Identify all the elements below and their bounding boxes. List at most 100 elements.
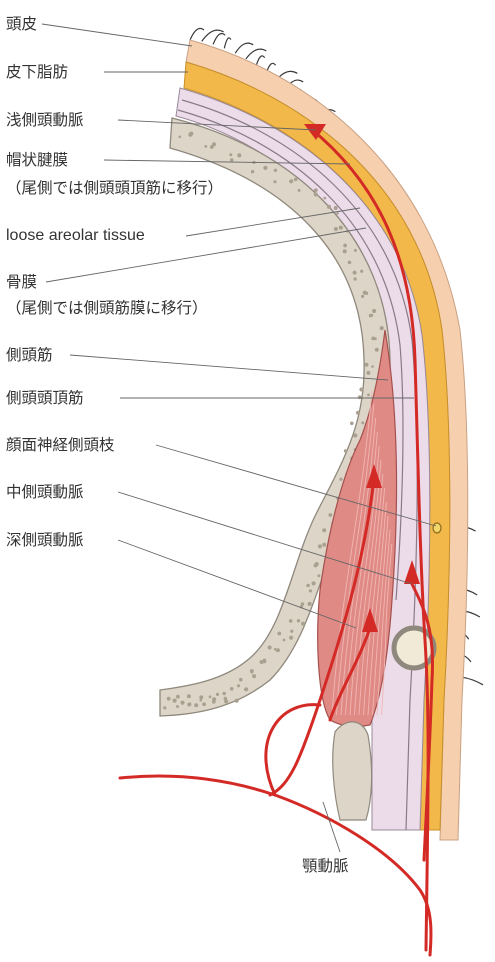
label-deep-temporal-artery: 深側頭動脈	[6, 530, 84, 550]
bone-dot	[336, 212, 339, 215]
bone-dot	[274, 169, 277, 172]
bone-dot	[179, 136, 182, 139]
label-middle-temporal-artery: 中側頭動脈	[6, 482, 84, 502]
bone-dot	[359, 388, 363, 392]
label-carotid-artery: 顎動脈	[302, 856, 349, 876]
bone-dot	[229, 153, 232, 156]
hair-strand	[213, 34, 225, 45]
bone-dot	[189, 702, 192, 705]
bone-dot	[339, 478, 342, 481]
bone-dot	[212, 142, 216, 146]
bone-dot	[318, 544, 322, 548]
label-superficial-temporal-artery: 浅側頭動脈	[6, 110, 84, 130]
bone-dot	[180, 701, 184, 705]
bone-dot	[187, 694, 191, 698]
bone-dot	[314, 192, 318, 196]
bone-dot	[289, 619, 293, 623]
bone-dot	[353, 271, 357, 275]
bone-dot	[239, 678, 243, 682]
bone-dot	[372, 309, 376, 313]
bone-dot	[230, 687, 234, 691]
bone-dot	[328, 513, 332, 517]
bone-dot	[230, 158, 234, 162]
hair-strand	[462, 677, 483, 685]
label-subcutaneous-fat: 皮下脂肪	[6, 62, 68, 82]
bone-dot	[334, 206, 338, 210]
bone-dot	[339, 226, 343, 230]
bone-dot	[367, 394, 370, 397]
bone-dot	[235, 699, 239, 703]
bone-dot	[176, 705, 179, 708]
bone-dot	[297, 619, 300, 622]
bone-dot	[237, 684, 240, 687]
bone-dot	[312, 581, 316, 585]
hair-strand	[202, 30, 224, 41]
bone-dot	[252, 674, 256, 678]
bone-dot	[202, 702, 206, 706]
bone-dot	[361, 421, 364, 424]
label-periosteum-line2: （尾側では側頭筋膜に移行）	[6, 298, 208, 318]
leader-scalp	[42, 24, 192, 46]
bone-dot	[212, 697, 216, 701]
bone-dot	[289, 636, 293, 640]
bone-dot	[365, 292, 368, 295]
bone-dot	[301, 622, 305, 626]
bone-dot	[223, 692, 226, 695]
bone-dot	[322, 528, 326, 532]
bone-dot	[358, 395, 362, 399]
bone-dot	[163, 706, 166, 709]
bone-dot	[199, 695, 203, 699]
bone-dot	[188, 133, 192, 137]
facial-nerve-temporal-branch	[433, 523, 441, 533]
bone-dot	[204, 145, 207, 148]
hair-strand	[190, 28, 204, 40]
bone-dot	[334, 227, 338, 231]
bone-dot	[237, 153, 241, 157]
bone-dot	[343, 244, 347, 248]
bone-dot	[277, 632, 281, 636]
bone-dot	[268, 646, 272, 650]
bone-dot	[209, 695, 212, 698]
bone-dot	[371, 365, 374, 368]
hair-strand	[235, 43, 253, 53]
bone-dot	[167, 697, 171, 701]
label-temporalis: 側頭筋	[6, 345, 53, 365]
bone-dot	[353, 277, 356, 280]
bone-dot	[251, 170, 254, 173]
bone-dot	[370, 314, 373, 317]
coronoid-process	[333, 722, 372, 820]
bone-dot	[290, 630, 293, 633]
bone-dot	[315, 562, 319, 566]
bone-dot	[327, 205, 331, 209]
hair-strand	[246, 49, 266, 59]
bone-dot	[224, 699, 228, 703]
bone-dot	[244, 687, 248, 691]
bone-dot	[294, 178, 298, 182]
bone-dot	[323, 197, 326, 200]
bone-dot	[361, 295, 364, 298]
bone-dot	[350, 422, 354, 426]
hair-strand	[224, 38, 231, 49]
bone-dot	[250, 671, 253, 674]
bone-dot	[260, 660, 264, 664]
bone-dot	[317, 574, 320, 577]
zygomatic-arch	[394, 628, 434, 668]
bone-dot	[343, 249, 347, 253]
bone-dot	[306, 584, 310, 588]
bone-dot	[380, 326, 384, 330]
bone-dot	[176, 695, 180, 699]
bone-dot	[276, 648, 280, 652]
bone-dot	[348, 261, 352, 265]
deep-temporal-branch-loop	[266, 705, 320, 795]
label-periosteum-line1: 骨膜	[6, 272, 37, 292]
bone-dot	[216, 693, 219, 696]
bone-dot	[263, 659, 266, 662]
bone-dot	[309, 589, 312, 592]
bone-dot	[283, 639, 286, 642]
label-facial-nerve-temporal-branch: 顔面神経側頭枝	[6, 435, 115, 455]
label-temporoparietalis: 側頭頭頂筋	[6, 388, 84, 408]
bone-dot	[360, 270, 363, 273]
bone-dot	[200, 699, 203, 702]
